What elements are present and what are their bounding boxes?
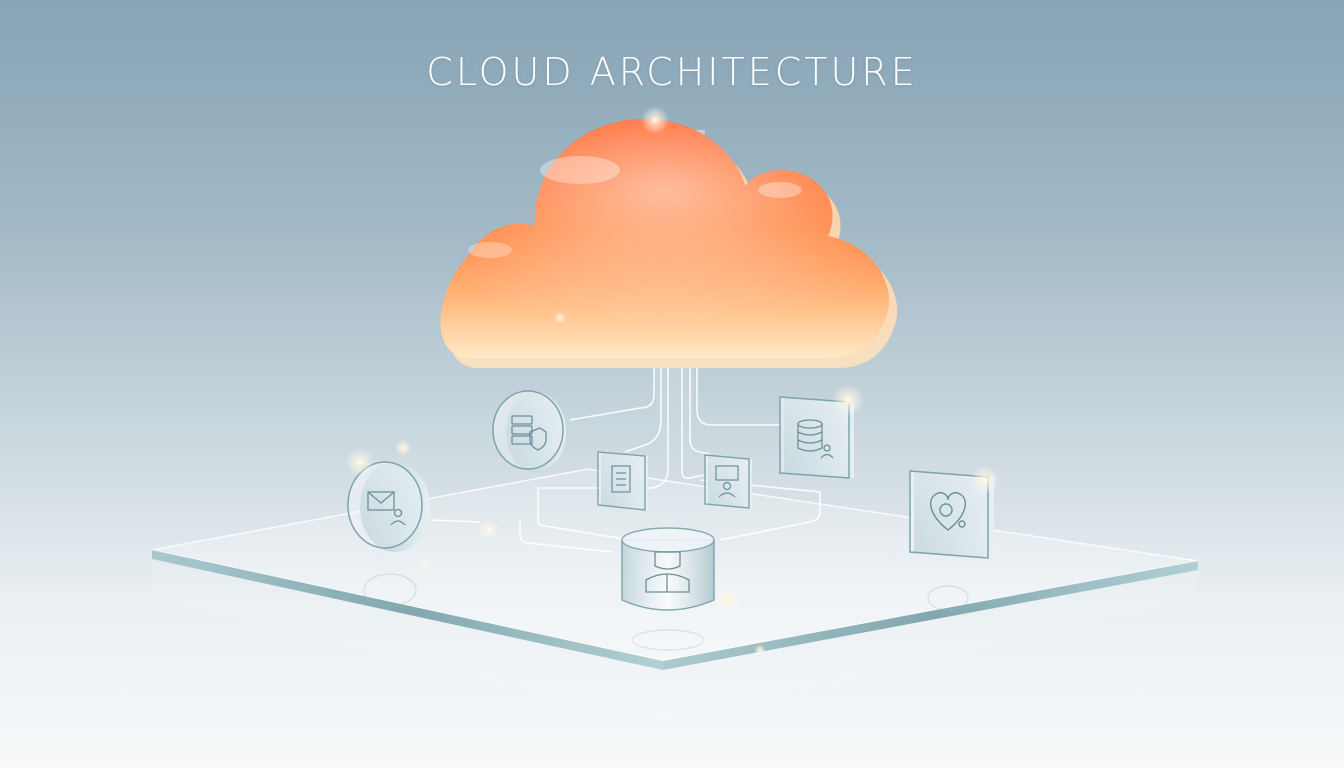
- user-network-icon: [704, 454, 752, 509]
- server-shield-icon: [492, 390, 566, 472]
- mail-user-icon: [347, 461, 430, 552]
- page-title: CLOUD ARCHITECTURE: [426, 50, 918, 94]
- cloud-icon: [440, 118, 898, 368]
- database-user-icon: [779, 396, 854, 479]
- reflections: [363, 573, 969, 651]
- connector-lines: [429, 358, 821, 553]
- sparkle-highlights: [346, 106, 999, 656]
- document-icon: [597, 451, 648, 511]
- user-profile-icon: [621, 527, 715, 611]
- heart-icon: [909, 470, 994, 559]
